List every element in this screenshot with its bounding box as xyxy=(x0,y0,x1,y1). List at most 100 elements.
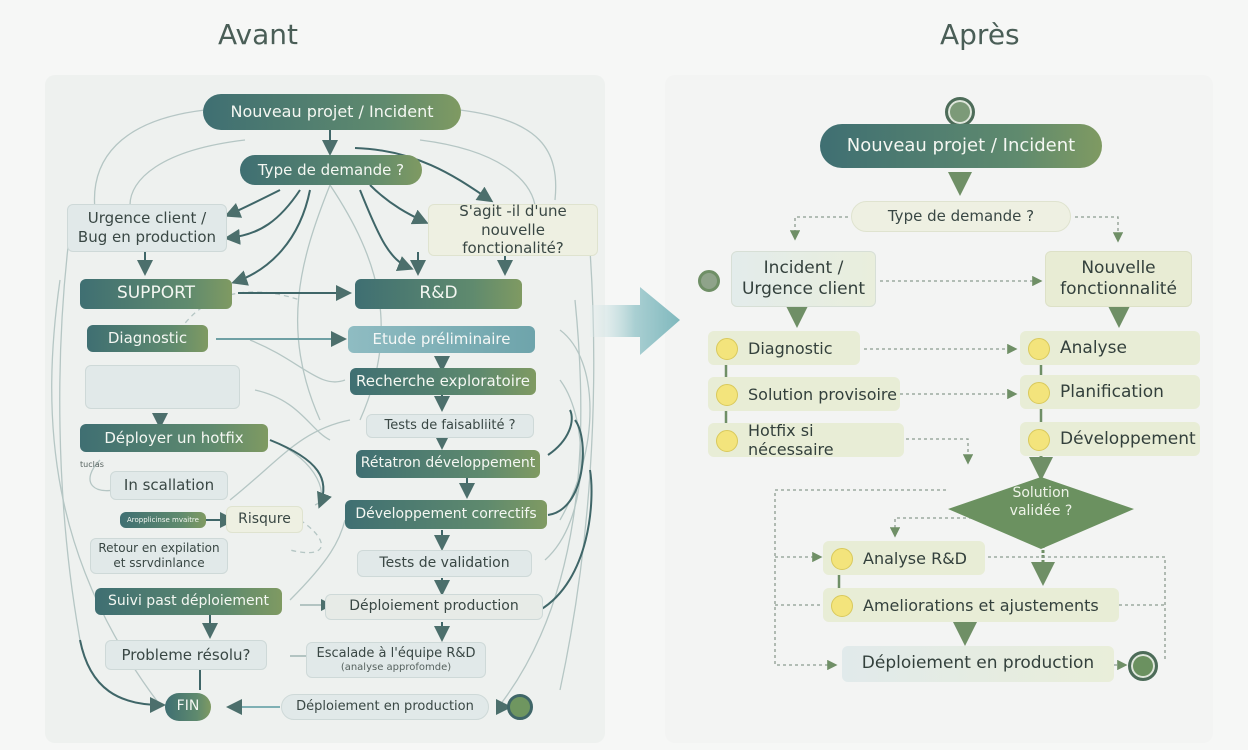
before-urgence-node: Urgence client /Bug en production xyxy=(67,204,227,252)
after-nouvelle-line2: fonctionnalité xyxy=(1060,279,1177,299)
after-start-circle-icon xyxy=(945,97,975,127)
before-dev-correctifs-node: Développement correctifs xyxy=(345,500,547,529)
after-nouvelle-line1: Nouvelle xyxy=(1081,257,1156,278)
after-planification-node: Planification xyxy=(1020,375,1200,409)
after-decision-line1: Solution xyxy=(1012,485,1070,501)
after-analyse-rd-label: Analyse R&D xyxy=(863,548,967,568)
after-decision-diamond xyxy=(948,477,1134,549)
before-hotfix-node: Déployer un hotfix xyxy=(80,424,268,452)
before-small-dark-label: Aropplicinse mvaitre xyxy=(127,515,199,524)
before-start-node: Nouveau projet / Incident xyxy=(203,94,461,130)
before-small-dark-node: Aropplicinse mvaitre xyxy=(120,512,206,528)
before-rd-node: R&D xyxy=(355,279,522,309)
before-deploiement-production-node: Déploiement production xyxy=(325,594,543,620)
after-incident-entry-icon xyxy=(698,270,720,292)
before-escalade-node: Escalade à l'équipe R&D(analyse approfom… xyxy=(306,642,486,678)
after-hotfix-label: Hotfix si nécessaire xyxy=(748,421,834,459)
before-deploiement-en-production-node: Déploiement en production xyxy=(281,694,489,720)
before-installation-label: In scallation xyxy=(123,476,215,495)
before-type-label: Type de demande ? xyxy=(257,160,405,179)
after-incident-line1: Incident / xyxy=(763,257,844,278)
before-end-circle-icon xyxy=(507,694,533,720)
title-before: Avant xyxy=(218,18,298,51)
before-urgence-line1: Urgence client / xyxy=(87,209,207,228)
after-developpement-node: Développement xyxy=(1020,422,1200,456)
before-support-node: SUPPORT xyxy=(80,279,232,309)
before-installation-node: In scallation xyxy=(110,471,228,500)
before-risque-label: Risqure xyxy=(238,510,291,527)
before-start-label: Nouveau projet / Incident xyxy=(230,102,434,121)
yellow-dot-icon xyxy=(716,430,738,452)
before-diagnostic-node: Diagnostic xyxy=(87,325,208,352)
after-incident-node: Incident /Urgence client xyxy=(731,251,876,307)
after-analyse-rd-node: Analyse R&D xyxy=(823,541,985,575)
after-start-label: Nouveau projet / Incident xyxy=(846,134,1076,156)
after-ameliorations-node: Ameliorations et ajustements xyxy=(823,588,1119,622)
before-tests-validation-node: Tests de validation xyxy=(357,550,532,577)
after-diagnostic-label: Diagnostic xyxy=(748,338,833,358)
before-retatron-label: Rétatron développement xyxy=(360,455,536,472)
after-type-label: Type de demande ? xyxy=(887,207,1035,226)
after-ameliorations-label: Ameliorations et ajustements xyxy=(863,595,1099,615)
after-decision-line2: validée ? xyxy=(1009,502,1073,519)
before-tests-faisabilite-label: Tests de faisabliité ? xyxy=(384,417,516,433)
after-deploiement-node: Déploiement en production xyxy=(842,646,1114,682)
before-tiny-label: tuclas xyxy=(80,460,104,469)
yellow-dot-icon xyxy=(716,384,738,406)
after-end-circle-icon xyxy=(1128,651,1158,681)
after-deploiement-label: Déploiement en production xyxy=(861,653,1095,674)
after-hotfix-node: Hotfix si nécessaire xyxy=(708,421,904,459)
after-solution-provisoire-node: Solution provisoire xyxy=(708,377,900,411)
before-escalade-line1: Escalade à l'équipe R&D xyxy=(316,645,476,661)
before-probleme-node: Probleme résolu? xyxy=(105,640,267,670)
before-nouvelle-line2: nouvelle fonctionalité? xyxy=(462,220,564,258)
title-after: Après xyxy=(940,18,1020,51)
after-type-node: Type de demande ? xyxy=(851,201,1071,232)
after-start-node: Nouveau projet / Incident xyxy=(820,124,1102,168)
before-retour-line1: Retour en expilation xyxy=(98,541,220,555)
before-retatron-node: Rétatron développement xyxy=(356,450,540,478)
before-recherche-label: Recherche exploratoire xyxy=(356,372,530,391)
yellow-dot-icon xyxy=(1028,338,1050,360)
before-support-label: SUPPORT xyxy=(116,283,196,304)
before-nouvelle-line1: S'agit -il d'une xyxy=(459,201,567,220)
before-probleme-label: Probleme résolu? xyxy=(121,645,251,664)
yellow-dot-icon xyxy=(831,548,853,570)
after-analyse-node: Analyse xyxy=(1020,331,1200,365)
yellow-dot-icon xyxy=(831,595,853,617)
after-diagnostic-node: Diagnostic xyxy=(708,331,860,365)
after-incident-line2: Urgence client xyxy=(741,279,866,299)
before-deploiement-en-production-label: Déploiement en production xyxy=(296,698,474,714)
before-type-node: Type de demande ? xyxy=(240,155,422,185)
before-tests-faisabilite-node: Tests de faisabliité ? xyxy=(366,414,534,438)
before-urgence-line2: Bug en production xyxy=(77,228,217,246)
after-analyse-label: Analyse xyxy=(1060,338,1127,358)
yellow-dot-icon xyxy=(716,338,738,360)
before-escalade-line2: (analyse approfomde) xyxy=(340,661,452,673)
before-plairiter-node xyxy=(85,365,240,409)
before-fin-node: FIN xyxy=(165,693,211,721)
after-solution-provisoire-label: Solution provisoire xyxy=(748,384,897,404)
before-recherche-node: Recherche exploratoire xyxy=(350,368,536,395)
before-retour-line2: et ssrvdinlance xyxy=(113,556,205,570)
after-developpement-label: Développement xyxy=(1060,429,1196,449)
before-deploiement-production-label: Déploiement production xyxy=(349,598,519,615)
before-etude-node: Etude préliminaire xyxy=(348,326,535,353)
after-planification-label: Planification xyxy=(1060,382,1164,402)
before-risque-node: Risqure xyxy=(226,506,303,533)
before-dev-correctifs-label: Développement correctifs xyxy=(355,505,537,522)
before-fin-label: FIN xyxy=(176,698,200,715)
yellow-dot-icon xyxy=(1028,429,1050,451)
before-rd-label: R&D xyxy=(419,283,458,304)
before-suivi-label: Suivi past déploiement xyxy=(108,592,269,609)
yellow-dot-icon xyxy=(1028,382,1050,404)
before-tests-validation-label: Tests de validation xyxy=(379,554,510,571)
before-suivi-node: Suivi past déploiement xyxy=(95,588,282,615)
before-diagnostic-label: Diagnostic xyxy=(107,329,188,348)
before-etude-label: Etude préliminaire xyxy=(372,330,511,349)
before-hotfix-label: Déployer un hotfix xyxy=(104,428,244,447)
